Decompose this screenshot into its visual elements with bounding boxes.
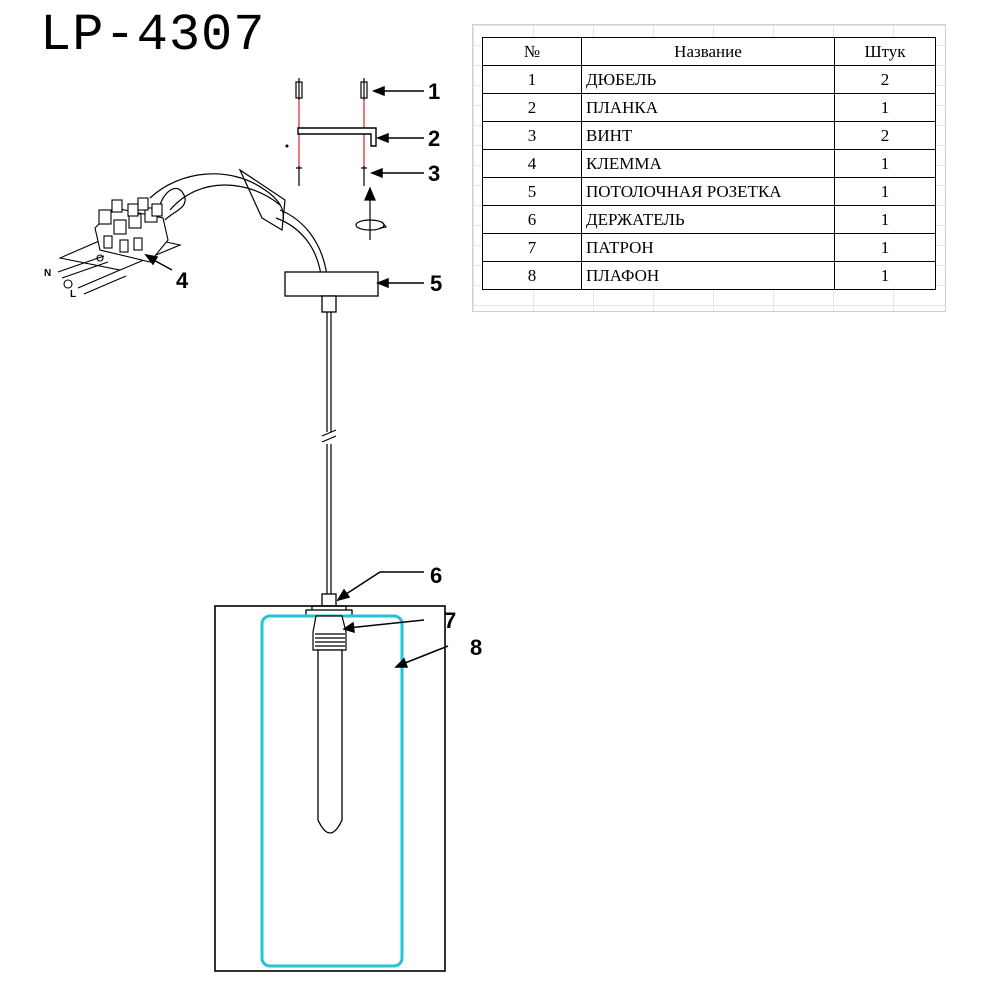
row-name: ВИНТ bbox=[581, 121, 835, 150]
row-number: 1 bbox=[482, 65, 582, 94]
dowels bbox=[295, 78, 368, 100]
power-wires bbox=[149, 168, 329, 286]
callout-4: 4 bbox=[176, 268, 189, 293]
row-quantity: 1 bbox=[834, 233, 936, 262]
shade-outer-frame bbox=[214, 605, 446, 972]
row-name: ПЛАФОН bbox=[581, 261, 835, 290]
leader-line-6 bbox=[336, 571, 424, 602]
leader-line-4 bbox=[144, 253, 173, 271]
table-row: 8 ПЛАФОН 1 bbox=[482, 261, 936, 290]
row-name: ДЮБЕЛЬ bbox=[581, 65, 835, 94]
row-quantity: 1 bbox=[834, 205, 936, 234]
callout-7: 7 bbox=[444, 608, 456, 633]
terminal-wires bbox=[57, 254, 127, 295]
table-row: 5 ПОТОЛОЧНАЯ РОЗЕТКА 1 bbox=[482, 177, 936, 206]
row-number: 8 bbox=[482, 261, 582, 290]
callout-8: 8 bbox=[470, 635, 482, 660]
rotate-arrow bbox=[355, 186, 388, 240]
header-number: № bbox=[482, 37, 582, 66]
screws bbox=[296, 166, 367, 186]
callout-1: 1 bbox=[428, 79, 440, 104]
mounting-bar bbox=[297, 127, 377, 147]
row-quantity: 2 bbox=[834, 121, 936, 150]
terminal-label-n: N bbox=[44, 268, 51, 279]
leader-line-8 bbox=[394, 645, 449, 668]
suspension-cord bbox=[321, 312, 337, 596]
row-number: 5 bbox=[482, 177, 582, 206]
callout-3: 3 bbox=[428, 161, 440, 186]
header-quantity: Штук bbox=[834, 37, 936, 66]
terminal-block bbox=[58, 197, 182, 271]
model-title: LP-4307 bbox=[40, 6, 266, 65]
callout-5: 5 bbox=[430, 271, 442, 296]
table-row: 1 ДЮБЕЛЬ 2 bbox=[482, 65, 936, 94]
tube-bulb bbox=[317, 649, 343, 834]
row-number: 4 bbox=[482, 149, 582, 178]
row-quantity: 1 bbox=[834, 149, 936, 178]
row-number: 2 bbox=[482, 93, 582, 122]
row-quantity: 1 bbox=[834, 93, 936, 122]
parts-list-panel: № Название Штук 1 ДЮБЕЛЬ 2 2 ПЛАНКА 1 3 … bbox=[472, 24, 946, 312]
table-row: 3 ВИНТ 2 bbox=[482, 121, 936, 150]
row-quantity: 1 bbox=[834, 261, 936, 290]
row-name: ДЕРЖАТЕЛЬ bbox=[581, 205, 835, 234]
row-name: ПОТОЛОЧНАЯ РОЗЕТКА bbox=[581, 177, 835, 206]
callout-6: 6 bbox=[430, 563, 442, 588]
row-number: 6 bbox=[482, 205, 582, 234]
row-name: КЛЕММА bbox=[581, 149, 835, 178]
table-row: 7 ПАТРОН 1 bbox=[482, 233, 936, 262]
lamp-socket bbox=[312, 615, 347, 651]
leader-lines-top bbox=[369, 85, 424, 179]
terminal-label-l: L bbox=[70, 289, 76, 300]
row-name: ПАТРОН bbox=[581, 233, 835, 262]
table-row: 4 КЛЕММА 1 bbox=[482, 149, 936, 178]
parts-table: № Название Штук 1 ДЮБЕЛЬ 2 2 ПЛАНКА 1 3 … bbox=[482, 37, 936, 290]
row-number: 7 bbox=[482, 233, 582, 262]
leader-line-7 bbox=[342, 619, 425, 634]
table-row: 6 ДЕРЖАТЕЛЬ 1 bbox=[482, 205, 936, 234]
callout-2: 2 bbox=[428, 126, 440, 151]
leader-line-5 bbox=[375, 277, 424, 289]
header-name: Название bbox=[581, 37, 835, 66]
row-quantity: 1 bbox=[834, 177, 936, 206]
row-quantity: 2 bbox=[834, 65, 936, 94]
ceiling-canopy bbox=[284, 271, 379, 313]
row-number: 3 bbox=[482, 121, 582, 150]
table-row: 2 ПЛАНКА 1 bbox=[482, 93, 936, 122]
row-name: ПЛАНКА bbox=[581, 93, 835, 122]
parts-table-header: № Название Штук bbox=[482, 37, 936, 66]
